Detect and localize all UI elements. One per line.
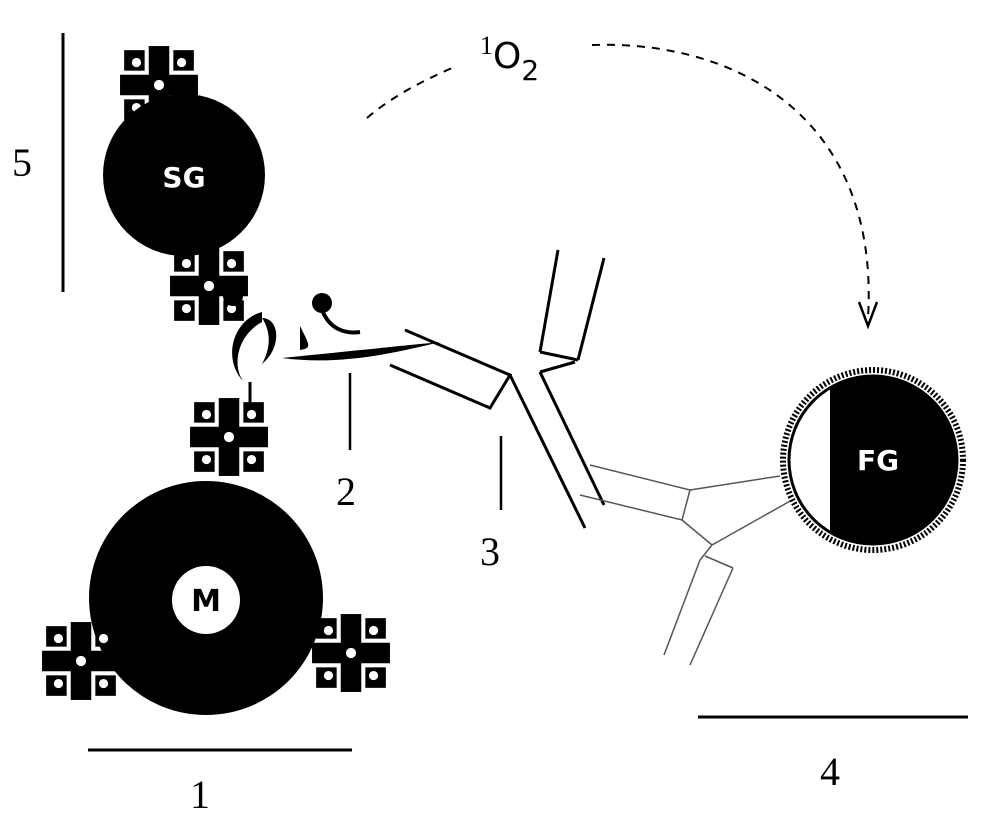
label-2: 2: [336, 469, 356, 514]
sensitizer-particle: SG: [103, 46, 265, 325]
fluorescent-particle: FG: [783, 370, 963, 550]
fluorescent-label: FG: [857, 444, 899, 477]
sensitizer-label: SG: [162, 161, 205, 194]
singlet-oxygen-arrow: [367, 68, 452, 118]
antibody-4: [580, 465, 792, 665]
linker-puzzle-icon: [42, 622, 120, 700]
label-4: 4: [820, 749, 840, 794]
magnetic-particle: M: [42, 398, 390, 715]
linker-puzzle-icon: [312, 614, 390, 692]
label-1: 1: [190, 772, 210, 817]
magnetic-core-label: M: [191, 584, 221, 619]
label-3: 3: [480, 529, 500, 574]
antibody-3: [390, 250, 604, 528]
label-5: 5: [12, 140, 32, 185]
singlet-oxygen-arrow: [592, 45, 869, 318]
linker-puzzle-icon: [170, 247, 248, 325]
singlet-oxygen-label: 1O2: [480, 31, 539, 87]
linker-puzzle-icon: [190, 398, 268, 476]
